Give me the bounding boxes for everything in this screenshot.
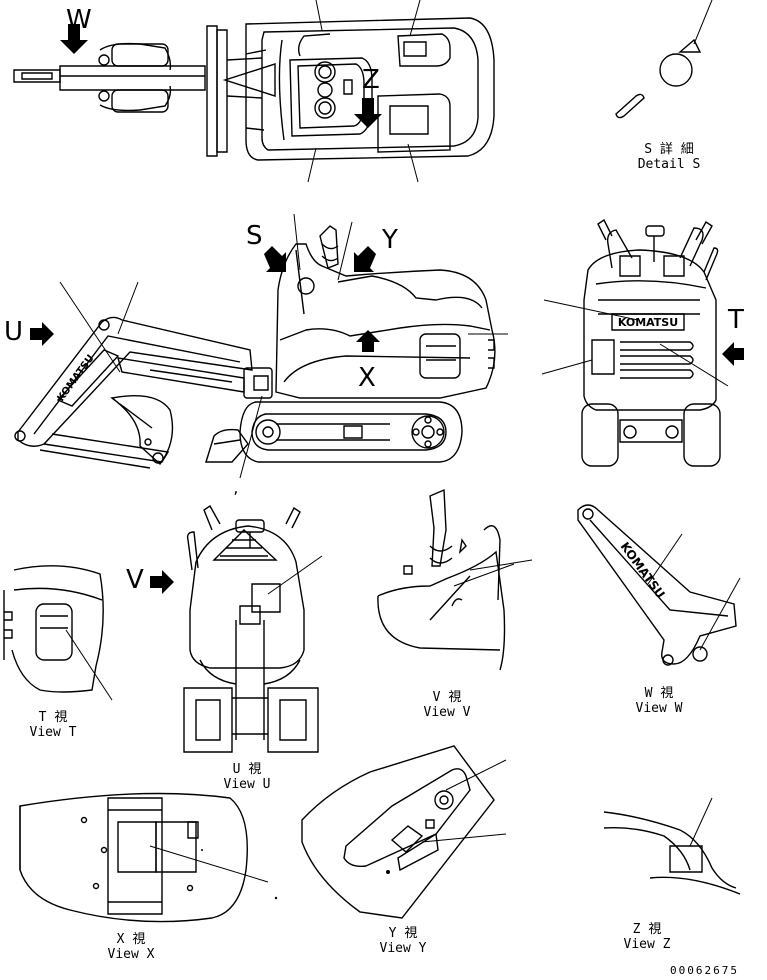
view-z-drawing <box>604 798 740 894</box>
view-w-drawing: KOMATSU <box>578 505 740 665</box>
detail-s-drawing <box>616 0 712 118</box>
caption-view-z: Z 視 View Z <box>612 922 682 952</box>
caption-view-w-en: View W <box>635 701 683 716</box>
view-u-drawing <box>150 506 322 752</box>
view-y-drawing <box>302 746 506 918</box>
caption-view-y-en: View Y <box>379 941 427 956</box>
caption-view-u-en: View U <box>223 777 271 792</box>
caption-view-u-jp: U 視 <box>232 762 262 777</box>
label-y: Y <box>382 225 398 255</box>
boom-decal-text: KOMATSU <box>56 353 97 404</box>
view-w-decal-text: KOMATSU <box>618 540 668 601</box>
arrow-x <box>356 330 380 352</box>
caption-view-x-jp: X 視 <box>116 932 146 947</box>
caption-view-y: Y 視 View Y <box>368 926 438 956</box>
caption-view-x: X 視 View X <box>96 932 166 962</box>
view-t-drawing <box>4 566 112 700</box>
caption-view-w: W 視 View W <box>624 686 694 716</box>
rear-view: KOMATSU <box>542 220 744 466</box>
caption-view-v: V 視 View V <box>412 690 482 720</box>
arrow-t <box>722 342 744 366</box>
arrow-w <box>60 24 88 54</box>
top-view <box>14 0 494 182</box>
view-x-drawing <box>20 794 278 922</box>
drawing-number: 00062675 <box>670 964 739 977</box>
caption-detail-s-jp: S 詳 細 <box>644 142 694 157</box>
caption-view-y-jp: Y 視 <box>388 926 418 941</box>
view-v-drawing <box>378 490 532 670</box>
label-x: X <box>358 363 376 393</box>
stray-mark: , <box>232 482 240 497</box>
label-v: V <box>126 565 144 595</box>
caption-view-t-jp: T 視 <box>38 710 68 725</box>
caption-view-v-en: View V <box>423 705 471 720</box>
caption-view-w-jp: W 視 <box>644 686 674 701</box>
caption-view-t-en: View T <box>29 725 77 740</box>
caption-view-v-jp: V 視 <box>432 690 462 705</box>
label-z: Z <box>362 65 380 95</box>
arrow-s <box>264 246 286 272</box>
caption-view-t: T 視 View T <box>18 710 88 740</box>
arrow-u <box>30 322 54 346</box>
caption-view-z-jp: Z 視 <box>632 922 662 937</box>
label-w: W <box>66 5 92 35</box>
caption-detail-s: S 詳 細 Detail S <box>624 142 714 172</box>
arrow-v <box>150 570 174 594</box>
label-s: S <box>246 221 263 251</box>
caption-view-x-en: View X <box>107 947 155 962</box>
caption-view-u: U 視 View U <box>212 762 282 792</box>
label-u: U <box>4 317 24 347</box>
caption-view-z-en: View Z <box>623 937 671 952</box>
caption-detail-s-en: Detail S <box>637 157 701 172</box>
side-view: KOMATSU <box>15 214 508 478</box>
arrow-z <box>354 98 382 128</box>
arrow-y <box>354 246 376 272</box>
label-t: T <box>728 305 744 335</box>
